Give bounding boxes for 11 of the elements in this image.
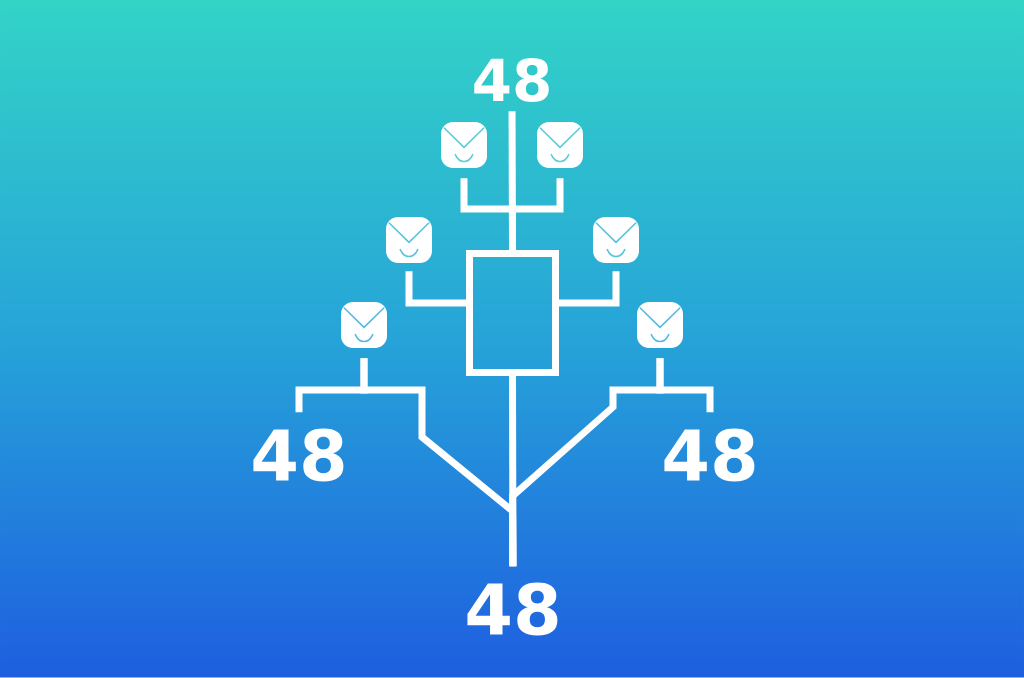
- envelope-icon: [637, 302, 683, 348]
- number-label: 48: [253, 428, 344, 482]
- envelope-icon: [441, 122, 487, 168]
- outline-box: [466, 250, 559, 376]
- number-label: 48: [474, 58, 549, 102]
- number-label: 48: [467, 582, 558, 636]
- envelope-icon: [593, 217, 639, 263]
- envelope-icon: [341, 302, 387, 348]
- number-label: 48: [664, 428, 755, 482]
- envelope-icon: [537, 122, 583, 168]
- envelope-icon: [386, 217, 432, 263]
